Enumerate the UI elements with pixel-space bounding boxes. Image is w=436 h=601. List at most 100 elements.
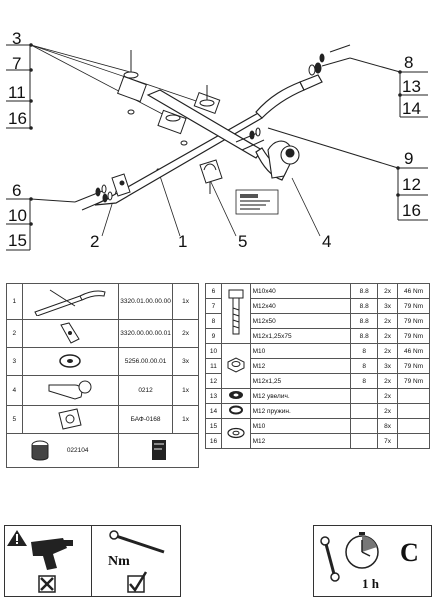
fastener-desc: M12	[249, 358, 352, 374]
fastener-grade	[350, 418, 378, 434]
fastener-qty: 7x	[376, 433, 399, 449]
impact-wrench-cell	[5, 526, 92, 596]
fastener-grade	[350, 433, 378, 449]
right-top-bolts	[308, 44, 351, 76]
fastener-grade: 8	[350, 343, 378, 359]
tool-usage-panel: Nm	[4, 525, 181, 597]
fastener-row: 10 M10 8 2x 46 Nm	[205, 343, 430, 389]
fastener-desc: M12x50	[249, 313, 352, 329]
parts-row: 2 3320.00.00.00.01 2x	[6, 319, 199, 348]
fastener-torque: 79 Nm	[397, 313, 430, 329]
washers-top	[123, 50, 215, 146]
difficulty-label: C	[400, 538, 419, 567]
fastener-num: 11	[205, 358, 222, 374]
callout-8: 8	[404, 53, 414, 72]
fastener-row: 14 M12 пружин. 2x	[205, 403, 430, 419]
fastener-torque: 46 Nm	[397, 283, 430, 299]
forbidden-cross-icon	[38, 575, 56, 593]
nut-icon	[220, 343, 251, 389]
callout-12: 12	[402, 175, 421, 194]
fastener-grade: 8.8	[350, 298, 378, 314]
fastener-num: 16	[205, 433, 222, 449]
fastener-qty: 3x	[376, 358, 399, 374]
allowed-check-icon	[127, 571, 148, 593]
callout-11: 11	[8, 83, 26, 102]
parts-row-extra: 022104	[5, 433, 199, 468]
extra-cell: 022104	[5, 433, 120, 468]
wrench-icon	[320, 536, 340, 582]
part-num: 1	[6, 283, 23, 320]
fastener-grade: 8.8	[350, 328, 378, 344]
callout-1: 1	[178, 232, 188, 251]
callout-6: 6	[12, 181, 22, 200]
parts-row: 4 0212 1x	[6, 375, 199, 406]
spring-washer-icon	[220, 403, 251, 419]
callout-3: 3	[12, 29, 22, 48]
fasteners-table: 6 M10x40 8.8 2x 46 Nm 7 M12x40 8.8 3x 79…	[205, 283, 430, 449]
fastener-torque	[397, 418, 430, 434]
fastener-grade: 8.8	[350, 313, 378, 329]
fastener-torque: 79 Nm	[397, 328, 430, 344]
parts-row: 1 3320.01.00.00.00 1x	[6, 283, 199, 320]
part-qty: 1x	[172, 405, 199, 434]
fastener-qty: 2x	[376, 313, 399, 329]
part-qty: 1x	[172, 375, 199, 406]
torque-wrench-cell: Nm	[92, 526, 180, 596]
part-code: 3320.00.00.00.01	[118, 319, 174, 348]
callout-15: 15	[8, 231, 27, 250]
part-num: 3	[6, 347, 23, 376]
fastener-qty: 2x	[376, 373, 399, 389]
parts-row: 3 5256.00.00.01 3x	[6, 347, 199, 376]
fastener-desc: M12 увелич.	[249, 388, 352, 404]
fastener-desc: M12	[249, 433, 352, 449]
callout-16: 16	[8, 109, 27, 128]
part-num: 2	[6, 319, 23, 348]
fastener-qty: 8x	[376, 418, 399, 434]
label-card	[235, 189, 279, 215]
part-code: 5256.00.00.01	[118, 347, 174, 376]
fastener-qty: 2x	[376, 388, 399, 404]
fastener-desc: M10	[249, 418, 352, 434]
warning-icon	[7, 530, 27, 546]
fastener-num: 6	[205, 283, 222, 299]
fastener-desc: M10x40	[249, 283, 352, 299]
part-code: БАФ-0168	[118, 405, 174, 434]
fastener-torque: 79 Nm	[397, 373, 430, 389]
manual-booklet-icon	[151, 439, 166, 460]
callout-4: 4	[322, 232, 332, 251]
extra-code: 022104	[66, 447, 89, 455]
flat-washer-icon	[220, 418, 251, 449]
towball-icon	[21, 375, 120, 406]
part-num: 5	[6, 405, 23, 434]
wide-washer-icon	[220, 388, 251, 404]
part-qty: 3x	[172, 347, 199, 376]
fastener-torque: 79 Nm	[397, 358, 430, 374]
fastener-torque	[397, 403, 430, 419]
bolt-icon	[220, 283, 251, 344]
callout-16b: 16	[402, 201, 421, 220]
crossbar-icon	[21, 283, 120, 320]
fastener-grade: 8.8	[350, 283, 378, 299]
socket-plate	[199, 159, 223, 194]
fastener-torque	[397, 433, 430, 449]
parts-row: 5 БАФ-0168 1x	[6, 405, 199, 434]
install-info-panel: 1 h C	[313, 525, 432, 597]
fastener-num: 9	[205, 328, 222, 344]
washer-icon	[21, 347, 120, 376]
fastener-num: 13	[205, 388, 222, 404]
fastener-torque	[397, 388, 430, 404]
fastener-qty: 3x	[376, 298, 399, 314]
fastener-grade	[350, 403, 378, 419]
fastener-row: 8 M12x50 8.8 2x 79 Nm	[205, 313, 430, 329]
manual-cell	[118, 433, 199, 468]
part-code: 3320.01.00.00.00	[118, 283, 174, 320]
fastener-grade: 8	[350, 373, 378, 389]
fastener-torque: 79 Nm	[397, 298, 430, 314]
fastener-desc: M12x1,25x75	[249, 328, 352, 344]
torque-wrench-icon	[109, 530, 165, 554]
fastener-desc: M12 пружин.	[249, 403, 352, 419]
towball-cap-icon	[31, 440, 49, 460]
fastener-num: 12	[205, 373, 222, 389]
fastener-row: 6 M10x40 8.8 2x 46 Nm	[205, 283, 430, 344]
fastener-desc: M10	[249, 343, 352, 359]
